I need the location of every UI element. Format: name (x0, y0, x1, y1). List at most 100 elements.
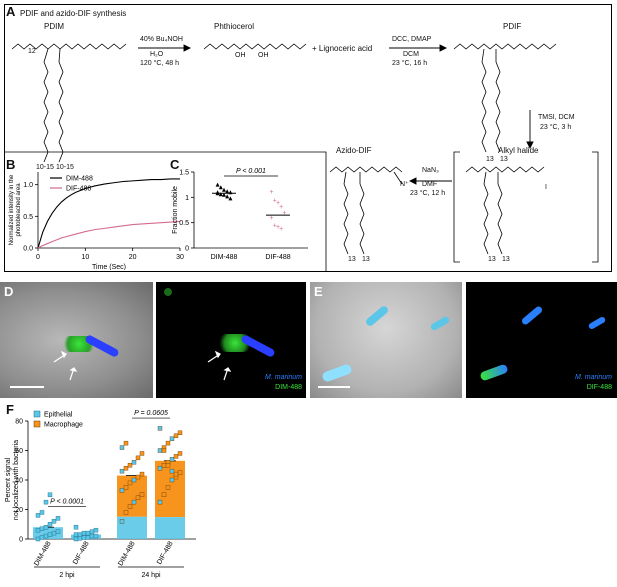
alkyl-halide-chain-2 (497, 183, 503, 255)
oh-group-2: OH (258, 52, 269, 59)
pdif-chain-1 (481, 61, 487, 153)
f-legend-label-macrophage: Macrophage (44, 422, 83, 429)
f-point-epithelial (39, 535, 45, 540)
f-point-epithelial (119, 468, 125, 474)
f-group-label-2: 24 hpi (141, 572, 161, 579)
f-point-epithelial (77, 532, 83, 537)
f-y-tick-label: 40 (15, 478, 23, 485)
panel-b-letter: B (6, 157, 16, 172)
b-y-tick-label: 0.5 (23, 214, 33, 221)
b-legend-label-0: DIM-488 (66, 176, 93, 183)
f-point-epithelial (55, 529, 61, 534)
b-x-label: Time (Sec) (92, 264, 126, 270)
f-point-macrophage (135, 495, 141, 500)
f-point-epithelial (35, 513, 41, 518)
pdim-chain-2 (58, 61, 64, 163)
panel-bc-divider (4, 151, 327, 272)
f-point-epithelial (157, 466, 163, 471)
f-point-epithelial (169, 468, 175, 474)
f-y-tick-label: 80 (15, 419, 23, 426)
f-point-macrophage (165, 485, 171, 490)
step1-solvent: H₂O (150, 51, 164, 58)
subscript-13-pdif-b: 13 (500, 156, 508, 163)
panel-e-brightfield (310, 282, 462, 398)
f-y-tick-label: 60 (15, 448, 23, 455)
step4-reagent: NaN₃ (422, 167, 439, 174)
e-legend-dye: DIF-488 (586, 384, 612, 391)
step4-solvent: DMF (422, 181, 438, 188)
f-point-epithelial (89, 529, 95, 534)
alkyl-halide-backbone (465, 166, 545, 173)
pdim-backbone (11, 43, 127, 50)
f-y-label: Percent signalnot localized with bacteri… (5, 440, 20, 520)
e-fl-bacterium-2 (587, 315, 607, 331)
f-point-macrophage (173, 433, 179, 438)
f-legend-swatch-epithelial (33, 410, 41, 418)
e-fl-bacterium-1 (520, 305, 544, 326)
f-point-macrophage (123, 510, 129, 515)
f-point-epithelial (81, 535, 87, 540)
f-point-epithelial (157, 426, 163, 431)
f-point-epithelial (157, 499, 163, 505)
f-point-epithelial (51, 530, 57, 536)
f-point-epithelial (81, 530, 87, 536)
alkyl-halide-bracket-right (592, 151, 599, 263)
panel-e-fluorescence (466, 282, 617, 398)
c-point (222, 192, 226, 197)
pdif-chain-2 (495, 61, 501, 153)
c-point: + (273, 197, 277, 204)
c-point: + (279, 226, 283, 233)
azido-dif-backbone (329, 166, 403, 173)
f-point-macrophage (165, 440, 171, 446)
f-point-macrophage (177, 430, 183, 435)
panel-d-fluorescence (156, 282, 306, 398)
f-point-macrophage (139, 451, 145, 456)
b-series-line-1 (37, 220, 181, 249)
c-y-tick-label: 0.5 (179, 220, 189, 227)
c-point (222, 187, 226, 192)
f-point-macrophage (123, 485, 129, 490)
f-point-macrophage (177, 470, 183, 475)
panel-c-letter: C (170, 157, 180, 172)
f-point-epithelial (93, 533, 99, 539)
f-point-macrophage (127, 463, 133, 468)
f-x-tick-label: DIM-488 (33, 540, 53, 567)
f-point-macrophage (177, 451, 183, 456)
f-point-epithelial (43, 533, 49, 539)
f-point-epithelial (47, 532, 53, 537)
e-legend-mmarinum: M. marinum (575, 374, 612, 381)
f-group-label-1: 2 hpi (59, 572, 75, 579)
d-legend-dye: DIM-488 (275, 384, 302, 391)
subscript-10-15-b: 10-15 (56, 164, 74, 171)
f-point-epithelial (131, 499, 137, 505)
alkyl-halide-chain-1 (483, 183, 489, 255)
b-x-tick-label: 30 (176, 254, 184, 261)
f-point-macrophage (139, 471, 145, 477)
c-point: + (270, 189, 274, 196)
f-pvalue-2: P = 0.0605 (134, 410, 168, 417)
e-fl-bacterium-3 (479, 363, 509, 382)
subscript-13-alkyl-a: 13 (488, 256, 496, 263)
c-point: + (270, 215, 274, 222)
b-y-tick-label: 1.0 (23, 182, 33, 189)
f-point-epithelial (119, 488, 125, 493)
b-y-label: Normalized intensity in thephotobleached… (9, 174, 22, 245)
panel-d-letter: D (4, 284, 14, 299)
c-point: + (276, 200, 280, 207)
f-legend-swatch-macrophage (33, 420, 41, 428)
f-point-epithelial (39, 510, 45, 515)
f-point-macrophage (161, 492, 167, 497)
c-point (228, 196, 233, 201)
b-y-tick-label: 0.0 (23, 246, 33, 253)
pdif-backbone (453, 43, 557, 50)
b-x-tick-label: 20 (129, 254, 137, 261)
f-point-epithelial (47, 492, 53, 497)
azido-dif-chain-2 (359, 183, 365, 255)
c-point: + (282, 210, 286, 217)
panel-a-letter: A (6, 4, 16, 19)
f-point-epithelial (43, 524, 49, 530)
step3-reagent: TMSI, DCM (538, 114, 575, 121)
f-point-macrophage (123, 466, 129, 471)
step1-reagent: 40% Bu₄NOH (140, 36, 183, 43)
